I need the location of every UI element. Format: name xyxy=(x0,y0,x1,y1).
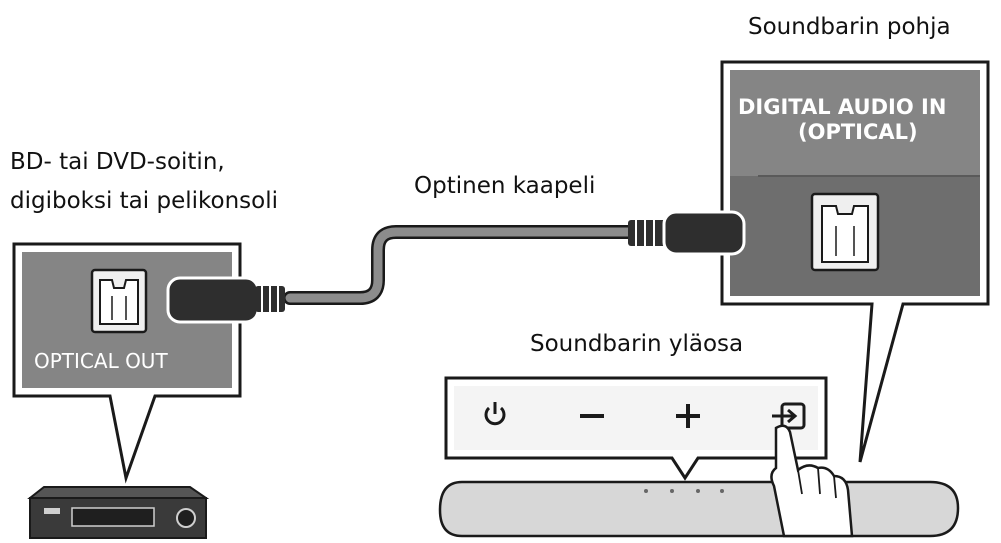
source-device-label-line2: digiboksi tai pelikonsoli xyxy=(10,188,278,214)
dvd-player-icon xyxy=(27,486,210,539)
digital-audio-in-port-icon xyxy=(810,192,880,272)
optical-out-port-icon xyxy=(90,268,148,334)
soundbar-icon xyxy=(438,480,960,538)
hand-pointer-icon xyxy=(770,424,854,538)
source-device-label-line1: BD- tai DVD-soitin, xyxy=(10,149,225,175)
optical-cable-label: Optinen kaapeli xyxy=(414,173,596,199)
soundbar-top-callout xyxy=(444,376,828,481)
digital-audio-in-label-line1: DIGITAL AUDIO IN xyxy=(738,95,947,119)
soundbar-top-label: Soundbarin yläosa xyxy=(530,331,744,357)
optical-plug-left-icon xyxy=(166,276,285,324)
power-icon[interactable] xyxy=(484,402,506,426)
optical-cable xyxy=(283,225,639,305)
soundbar-bottom-callout xyxy=(628,60,990,463)
optical-plug-right-icon xyxy=(628,210,746,256)
source-port-callout xyxy=(12,242,285,484)
soundbar-bottom-label: Soundbarin pohja xyxy=(748,14,951,40)
digital-audio-in-label-line2: (OPTICAL) xyxy=(798,120,918,144)
source-input-icon[interactable] xyxy=(772,402,806,430)
optical-out-label: OPTICAL OUT xyxy=(34,349,168,373)
volume-up-icon[interactable] xyxy=(676,404,700,428)
